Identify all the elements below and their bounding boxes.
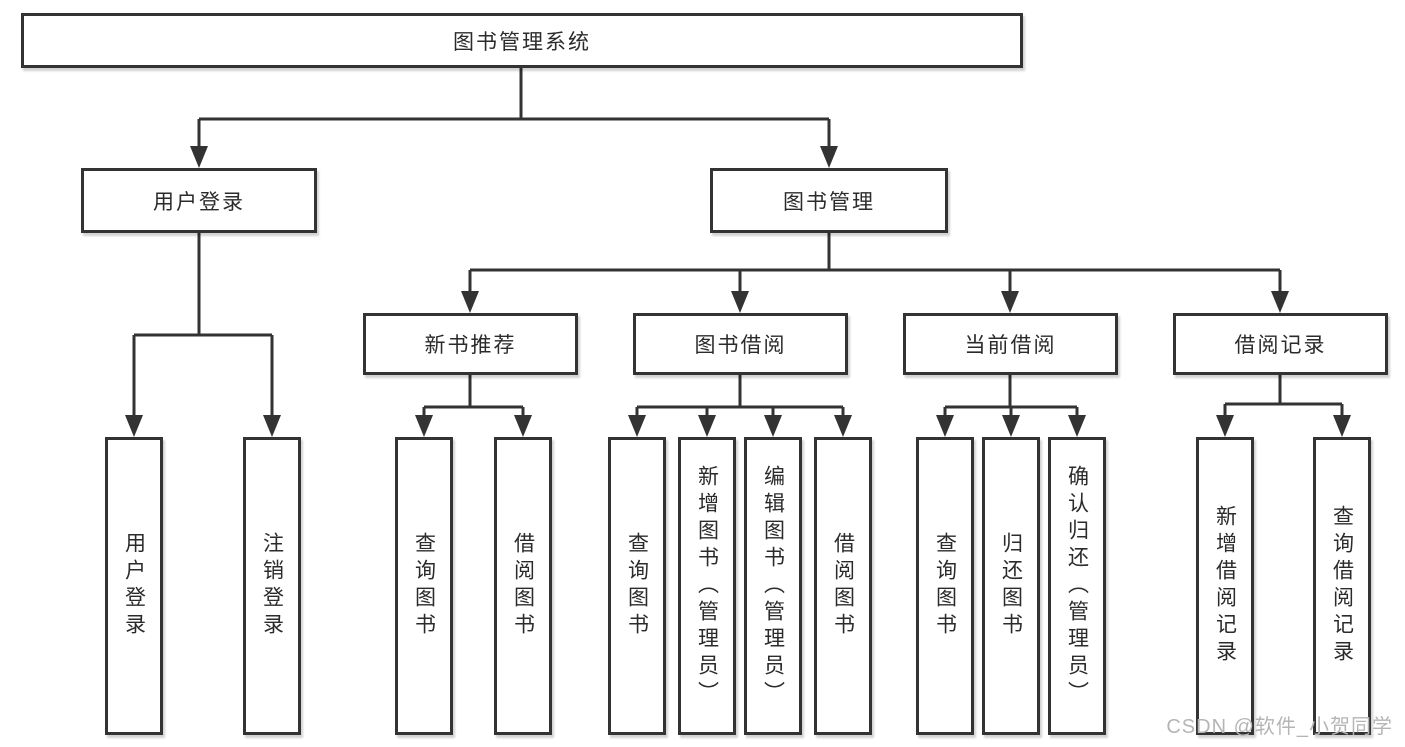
leaf-query-books-current: 查询图书 bbox=[916, 437, 974, 735]
node-new-book-recommendation: 新书推荐 bbox=[363, 313, 578, 375]
node-book-borrowing: 图书借阅 bbox=[633, 313, 848, 375]
leaf-return-book: 归还图书 bbox=[982, 437, 1040, 735]
leaf-query-books-borrowing: 查询图书 bbox=[608, 437, 666, 735]
leaf-label: 编辑图书（管理员） bbox=[761, 464, 785, 708]
node-current-borrowing: 当前借阅 bbox=[903, 313, 1118, 375]
leaf-borrow-books-recommend: 借阅图书 bbox=[494, 437, 552, 735]
leaf-label: 注销登录 bbox=[260, 532, 284, 640]
node-borrowing-records: 借阅记录 bbox=[1173, 313, 1388, 375]
leaf-query-books-recommend: 查询图书 bbox=[395, 437, 453, 735]
leaf-user-login: 用户登录 bbox=[105, 437, 163, 735]
leaf-label: 查询图书 bbox=[412, 532, 436, 640]
leaf-logout: 注销登录 bbox=[243, 437, 301, 735]
leaf-label: 归还图书 bbox=[999, 532, 1023, 640]
leaf-label: 确认归还（管理员） bbox=[1065, 464, 1089, 708]
leaf-query-borrow-record: 查询借阅记录 bbox=[1313, 437, 1371, 735]
leaf-borrow-books-borrowing: 借阅图书 bbox=[814, 437, 872, 735]
leaf-add-book-admin: 新增图书（管理员） bbox=[678, 437, 736, 735]
leaf-label: 新增图书（管理员） bbox=[695, 464, 719, 708]
leaf-label: 借阅图书 bbox=[511, 532, 535, 640]
leaf-add-borrow-record: 新增借阅记录 bbox=[1196, 437, 1254, 735]
node-library-management-system: 图书管理系统 bbox=[21, 13, 1023, 68]
leaf-confirm-return-admin: 确认归还（管理员） bbox=[1048, 437, 1106, 735]
leaf-label: 用户登录 bbox=[122, 532, 146, 640]
leaf-label: 借阅图书 bbox=[831, 532, 855, 640]
leaf-edit-book-admin: 编辑图书（管理员） bbox=[744, 437, 802, 735]
leaf-label: 查询图书 bbox=[625, 532, 649, 640]
leaf-label: 新增借阅记录 bbox=[1213, 505, 1237, 667]
leaf-label: 查询图书 bbox=[933, 532, 957, 640]
node-user-login: 用户登录 bbox=[81, 168, 317, 233]
node-book-management: 图书管理 bbox=[710, 168, 948, 233]
leaf-label: 查询借阅记录 bbox=[1330, 505, 1354, 667]
